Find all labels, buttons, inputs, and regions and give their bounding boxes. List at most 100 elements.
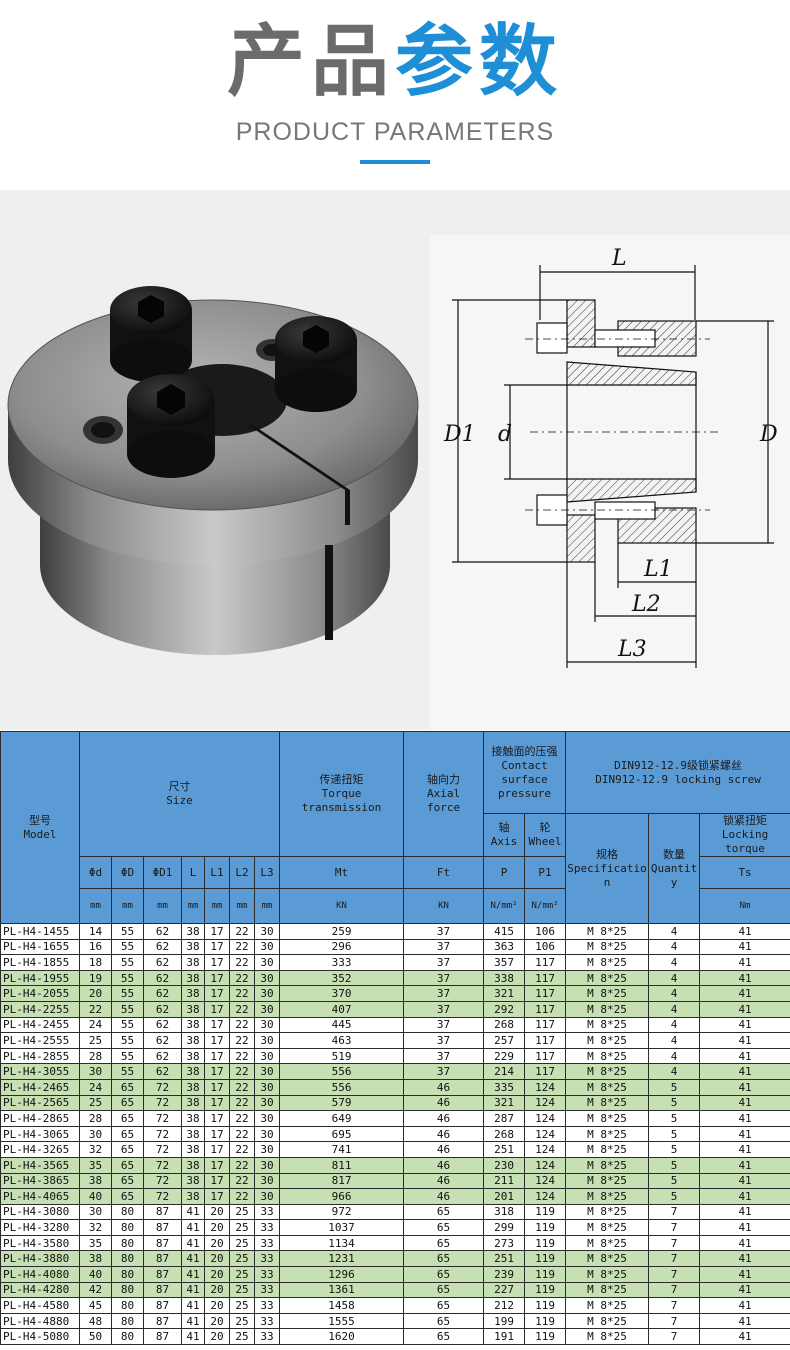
table-cell: 30 <box>253 1156 281 1174</box>
table-cell: 41 <box>699 1312 790 1330</box>
table-cell: 1458 <box>279 1297 405 1314</box>
table-cell: M 8*25 <box>565 1000 650 1018</box>
table-cell: 119 <box>524 1266 567 1283</box>
table-cell: 214 <box>483 1063 526 1080</box>
table-cell: 30 <box>253 1047 281 1065</box>
table-cell: 41 <box>181 1219 205 1236</box>
table-cell: PL-H4-3055 <box>0 1063 80 1080</box>
title-underline <box>360 160 430 164</box>
table-cell: 22 <box>229 1016 255 1034</box>
table-cell: 30 <box>253 1188 281 1205</box>
table-cell: 38 <box>79 1250 112 1268</box>
table-cell: 251 <box>483 1141 526 1158</box>
table-cell: 17 <box>204 1016 230 1034</box>
table-cell: 30 <box>253 954 281 971</box>
table-cell: 966 <box>279 1188 405 1205</box>
table-cell: 7 <box>648 1250 701 1268</box>
table-cell: 41 <box>699 1000 790 1018</box>
table-cell: 415 <box>483 923 526 940</box>
table-cell: 41 <box>699 1156 790 1174</box>
table-cell: 25 <box>229 1312 255 1330</box>
table-cell: 32 <box>79 1219 112 1236</box>
table-cell: 251 <box>483 1250 526 1268</box>
table-cell: 46 <box>403 1156 485 1174</box>
th-unit: mm <box>143 888 182 924</box>
table-cell: 65 <box>403 1250 485 1268</box>
table-cell: 41 <box>699 938 790 956</box>
table-cell: M 8*25 <box>565 938 650 956</box>
table-cell: 32 <box>79 1141 112 1158</box>
table-cell: 25 <box>229 1250 255 1268</box>
table-cell: 87 <box>143 1203 182 1221</box>
table-cell: 41 <box>699 969 790 987</box>
table-cell: 38 <box>181 923 205 940</box>
table-cell: 37 <box>403 969 485 987</box>
table-cell: 273 <box>483 1234 526 1252</box>
table-cell: 65 <box>111 1078 144 1096</box>
table-cell: 17 <box>204 1172 230 1190</box>
table-cell: 80 <box>111 1266 144 1283</box>
table-cell: 30 <box>79 1063 112 1080</box>
table-cell: PL-H4-3865 <box>0 1172 80 1190</box>
label-L1: L1 <box>643 557 673 582</box>
label-d: d <box>498 422 512 447</box>
table-cell: 62 <box>143 1032 182 1049</box>
table-cell: PL-H4-4280 <box>0 1281 80 1299</box>
table-cell: M 8*25 <box>565 1172 650 1190</box>
table-cell: PL-H4-2565 <box>0 1094 80 1112</box>
table-cell: 22 <box>229 938 255 956</box>
table-cell: 37 <box>403 1063 485 1080</box>
th-sym-L2: L2 <box>229 856 255 889</box>
table-cell: 30 <box>253 1032 281 1049</box>
table-cell: 17 <box>204 1156 230 1174</box>
table-cell: M 8*25 <box>565 1188 650 1205</box>
table-cell: 22 <box>229 1125 255 1143</box>
table-cell: 41 <box>699 1110 790 1127</box>
table-cell: 33 <box>253 1281 281 1299</box>
table-cell: 62 <box>143 985 182 1002</box>
table-cell: 363 <box>483 938 526 956</box>
table-cell: 4 <box>648 954 701 971</box>
table-cell: 42 <box>79 1281 112 1299</box>
table-cell: 65 <box>111 1172 144 1190</box>
table-cell: 40 <box>79 1188 112 1205</box>
table-cell: PL-H4-2255 <box>0 1000 80 1018</box>
table-cell: 41 <box>699 1125 790 1143</box>
table-cell: 72 <box>143 1156 182 1174</box>
table-cell: 55 <box>111 954 144 971</box>
table-cell: M 8*25 <box>565 923 650 940</box>
table-cell: M 8*25 <box>565 1094 650 1112</box>
table-cell: 119 <box>524 1219 567 1236</box>
table-cell: 33 <box>253 1266 281 1283</box>
table-cell: 7 <box>648 1328 701 1346</box>
table-cell: 38 <box>181 1047 205 1065</box>
table-cell: 20 <box>79 985 112 1002</box>
table-cell: 292 <box>483 1000 526 1018</box>
table-cell: PL-H4-2055 <box>0 985 80 1002</box>
table-cell: 17 <box>204 938 230 956</box>
page-title: 产品参数 <box>0 14 790 110</box>
table-cell: M 8*25 <box>565 1219 650 1236</box>
table-cell: 22 <box>229 985 255 1002</box>
table-cell: 124 <box>524 1141 567 1158</box>
table-cell: 268 <box>483 1125 526 1143</box>
table-cell: 80 <box>111 1203 144 1221</box>
table-cell: 119 <box>524 1203 567 1221</box>
table-cell: 30 <box>253 923 281 940</box>
table-cell: 5 <box>648 1188 701 1205</box>
product-illustration: L D1 d D L1 L2 L3 <box>7 235 790 730</box>
table-cell: 65 <box>403 1203 485 1221</box>
table-cell: 5 <box>648 1125 701 1143</box>
table-cell: 25 <box>229 1219 255 1236</box>
table-cell: 65 <box>403 1266 485 1283</box>
table-cell: 4 <box>648 1047 701 1065</box>
table-cell: 22 <box>229 1063 255 1080</box>
table-cell: 38 <box>181 954 205 971</box>
